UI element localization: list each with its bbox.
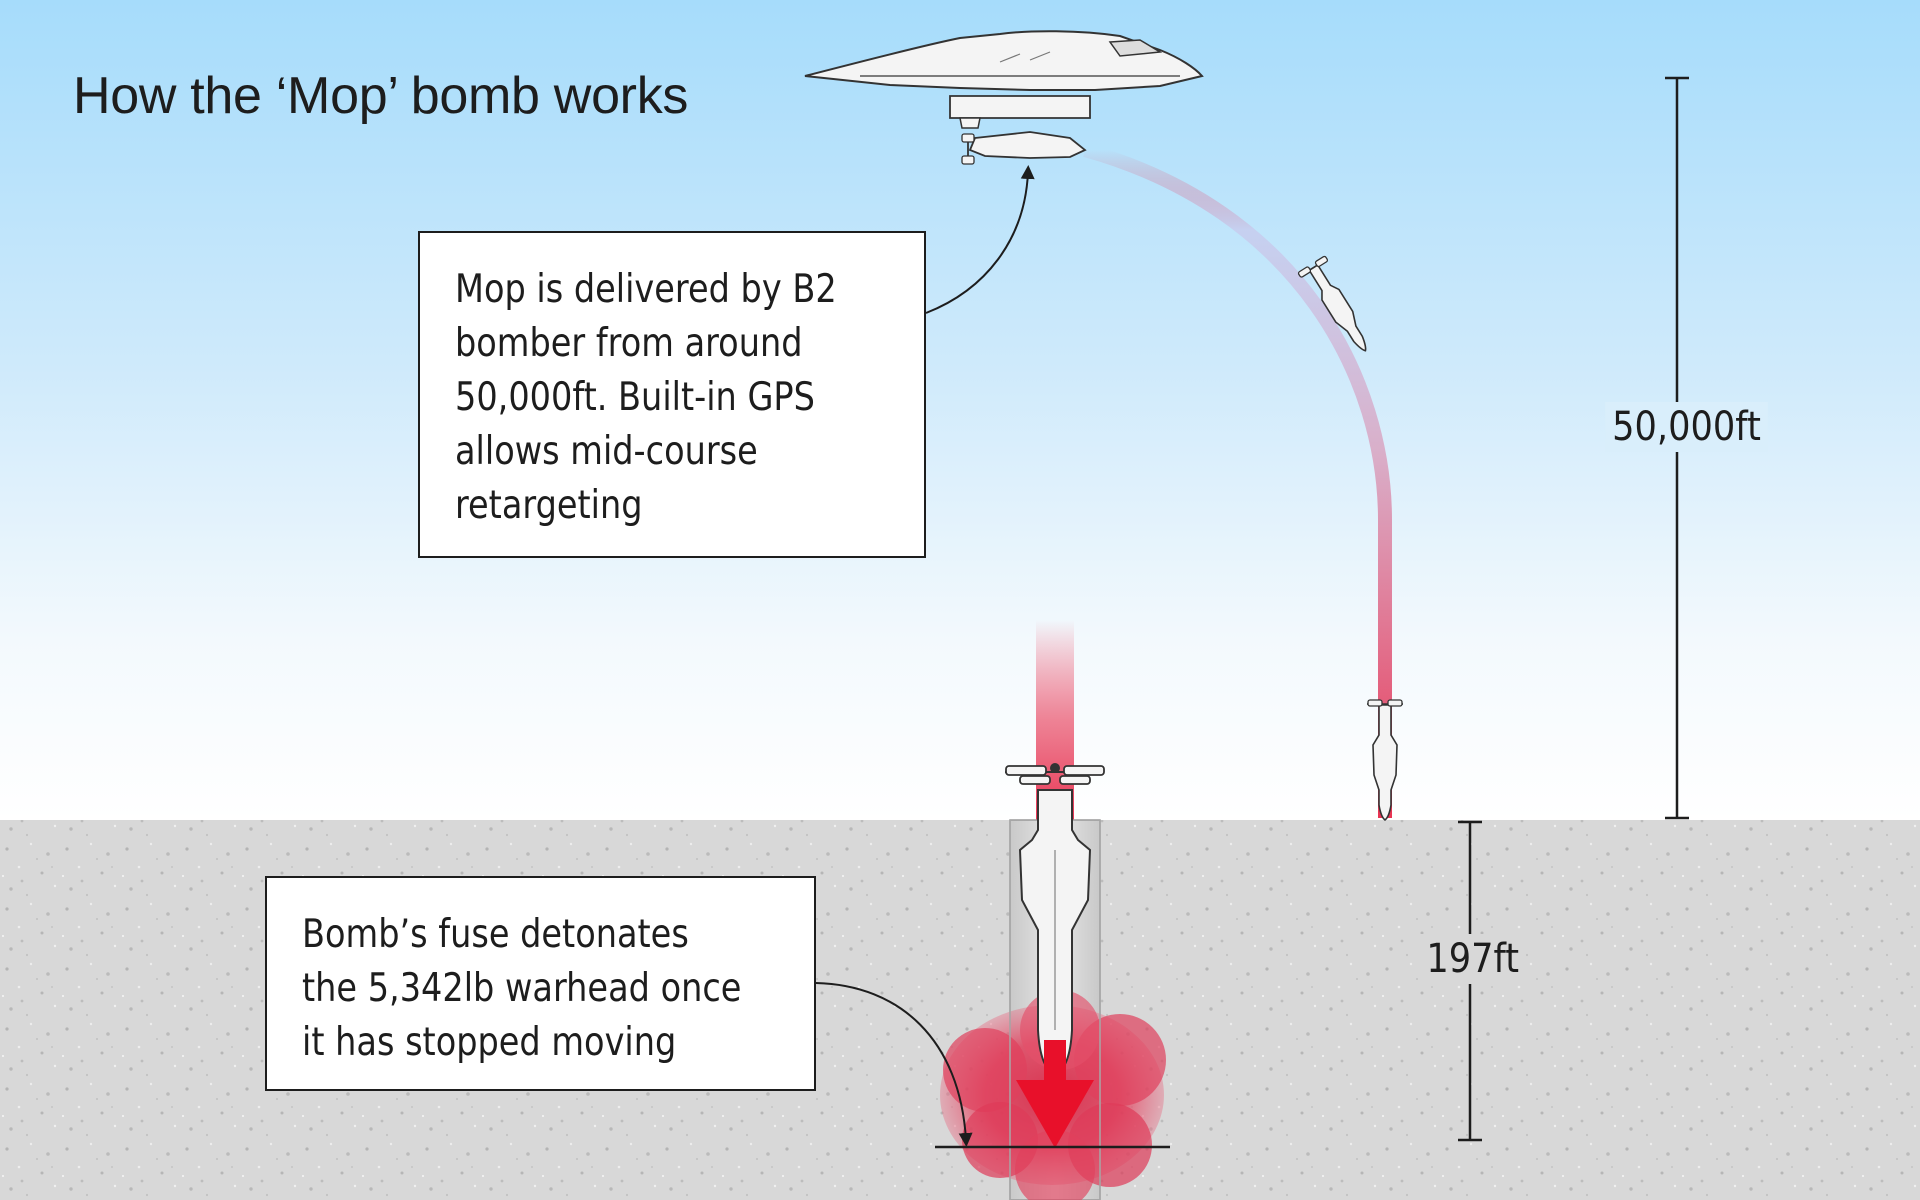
delivery-callout: Mop is delivered by B2 bomber from aroun… xyxy=(418,231,926,558)
trajectory-arc xyxy=(1083,143,1392,818)
detonation-leader xyxy=(815,982,973,1147)
delivery-leader xyxy=(925,165,1035,314)
detonation-callout-text: Bomb’s fuse detonates the 5,342lb warhea… xyxy=(302,912,742,1065)
penetrating-bomb xyxy=(1005,763,1105,1077)
altitude-label: 50,000ft xyxy=(1605,402,1768,452)
detonation-callout: Bomb’s fuse detonates the 5,342lb warhea… xyxy=(265,876,816,1091)
sky xyxy=(0,0,1920,820)
bomb-at-surface xyxy=(1367,699,1403,822)
attached-bomb xyxy=(961,131,1087,165)
detonation-arrow xyxy=(1016,1040,1094,1148)
depth-label: 197ft xyxy=(1419,934,1527,984)
b2-bomber xyxy=(804,30,1204,129)
delivery-callout-text: Mop is delivered by B2 bomber from aroun… xyxy=(455,267,837,528)
impact-trail xyxy=(1036,620,1074,820)
bomb-in-flight xyxy=(1297,255,1367,352)
diagram-title: How the ‘Mop’ bomb works xyxy=(73,67,689,125)
